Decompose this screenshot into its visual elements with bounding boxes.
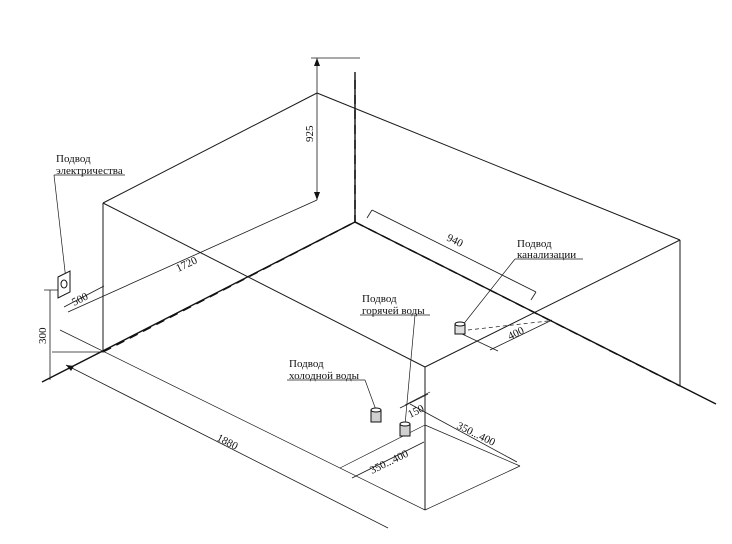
- dim-text-350-400-left: 350...400: [368, 448, 411, 477]
- floor-projection: [52, 320, 549, 511]
- label-hot-line1: Подвод: [362, 293, 397, 305]
- dim-text-500: 500: [70, 290, 91, 308]
- dim-text-300: 300: [37, 327, 49, 344]
- dim-1880: [65, 364, 389, 529]
- dim-text-400: 400: [506, 324, 527, 342]
- dim-925: [311, 57, 360, 200]
- dim-text-925: 925: [304, 125, 316, 142]
- label-electric-line1: Подвод: [56, 153, 91, 165]
- dim-940: [366, 209, 537, 301]
- leader-lines: [53, 174, 583, 426]
- hot-water-fitting-icon: [399, 421, 411, 437]
- dim-350-400-right: [409, 403, 518, 463]
- cold-water-fitting-icon: [370, 407, 382, 423]
- dim-500: [63, 285, 105, 308]
- label-electric-line2: электричества: [56, 165, 123, 177]
- dim-text-150: 150: [406, 402, 427, 420]
- wall-axes: [41, 72, 717, 405]
- hidden-edges: [102, 80, 681, 387]
- drain-fitting-icon: [454, 321, 466, 335]
- tub-outline: [102, 92, 681, 510]
- label-hot-line2: горячей воды: [362, 305, 425, 317]
- label-cold-line1: Подвод: [289, 358, 324, 370]
- dim-text-350-400-right: 350...400: [455, 420, 498, 449]
- dim-text-1720: 1720: [174, 254, 199, 274]
- label-cold-line2: холодной воды: [289, 370, 360, 382]
- dim-text-1880: 1880: [215, 432, 240, 453]
- dim-1720: [67, 199, 318, 313]
- label-drain-line2: канализации: [517, 249, 576, 261]
- label-drain-line1: Подвод: [517, 238, 552, 250]
- electric-socket-icon: [57, 270, 71, 299]
- dim-400-drain: [489, 319, 553, 351]
- dim-150: [399, 393, 429, 409]
- dim-350-400-left: [351, 441, 425, 479]
- dim-text-940: 940: [445, 232, 466, 250]
